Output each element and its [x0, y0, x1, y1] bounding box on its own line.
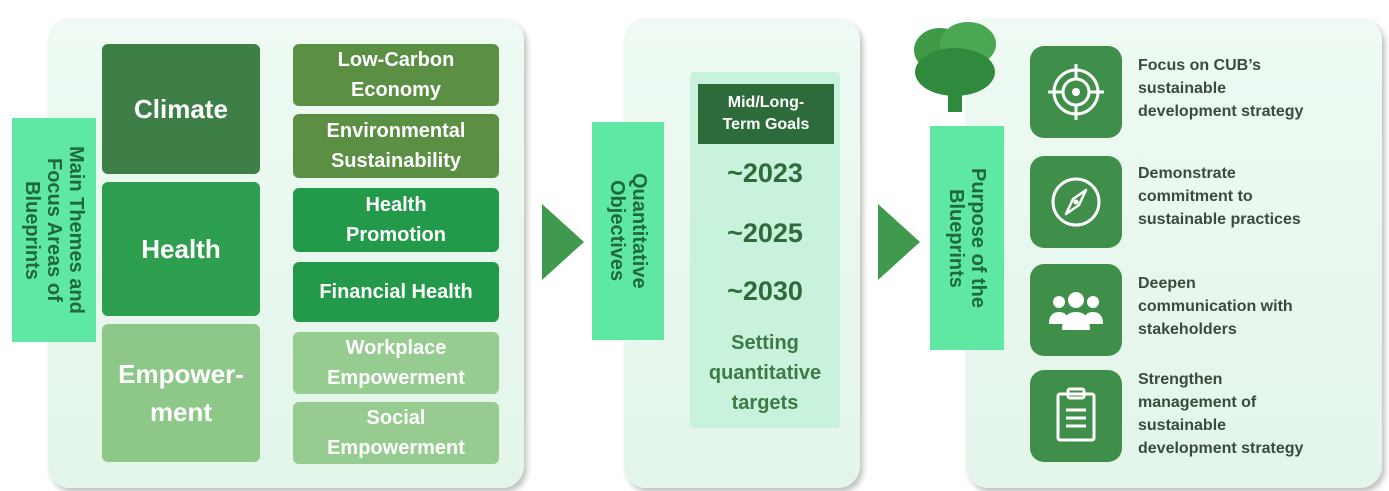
setting-targets-text: Setting quantitative targets — [708, 332, 822, 414]
area-workplace-label: Workplace Empowerment — [327, 337, 465, 389]
compass-icon — [1051, 177, 1101, 227]
area-health-promotion: Health Promotion — [293, 188, 499, 252]
purpose-title: Purpose of the Blueprints — [945, 167, 989, 308]
area-low-carbon-label: Low-Carbon Economy — [337, 49, 455, 101]
year-2025: ~2025 — [727, 218, 803, 248]
purpose-tag: Purpose of the Blueprints — [930, 126, 1004, 350]
area-financial-health-label: Financial Health — [319, 281, 473, 303]
area-environmental-sustainability: Environmental Sustainability — [293, 114, 499, 178]
target-icon — [1048, 64, 1104, 120]
area-low-carbon-economy: Low-Carbon Economy — [293, 44, 499, 106]
area-social-empowerment: Social Empowerment — [293, 402, 499, 464]
main-themes-tag: Main Themes and Focus Areas of Blueprint… — [12, 118, 96, 342]
people-icon — [1049, 292, 1103, 330]
area-financial-health: Financial Health — [293, 262, 499, 322]
theme-empowerment: Empower- ment — [102, 324, 260, 462]
quantitative-objectives-title: Quantitative Objectives — [606, 173, 650, 289]
tree-logo-icon — [914, 22, 996, 112]
purpose-text-commitment: Demonstrate commitment to sustainable pr… — [1138, 165, 1301, 228]
year-2030: ~2030 — [727, 276, 803, 306]
theme-climate-label: Climate — [134, 94, 228, 124]
theme-empowerment-label: Empower- ment — [118, 359, 244, 427]
area-social-label: Social Empowerment — [327, 407, 465, 459]
purpose-item-focus — [1030, 46, 1122, 138]
purpose-item-communication — [1030, 264, 1122, 356]
goals-header: Mid/Long- Term Goals — [698, 84, 834, 144]
purpose-item-commitment — [1030, 156, 1122, 248]
purpose-text-communication: Deepen communication with stakeholders — [1138, 275, 1293, 338]
purpose-text-management: Strengthen management of sustainable dev… — [1138, 371, 1304, 457]
year-2023: ~2023 — [727, 158, 803, 188]
theme-health-label: Health — [141, 234, 221, 264]
purpose-item-management — [1030, 370, 1122, 462]
flow-arrow-2 — [878, 204, 920, 280]
purpose-text-focus: Focus on CUB’s sustainable development s… — [1138, 57, 1304, 120]
quantitative-objectives-tag: Quantitative Objectives — [592, 122, 664, 340]
area-workplace-empowerment: Workplace Empowerment — [293, 332, 499, 394]
main-themes-title: Main Themes and Focus Areas of Blueprint… — [21, 146, 87, 314]
theme-climate: Climate — [102, 44, 260, 174]
area-environmental-label: Environmental Sustainability — [326, 120, 466, 172]
clipboard-icon — [1056, 387, 1096, 442]
flow-arrow-1 — [542, 204, 584, 280]
area-health-promotion-label: Health Promotion — [346, 194, 446, 246]
theme-health: Health — [102, 182, 260, 316]
